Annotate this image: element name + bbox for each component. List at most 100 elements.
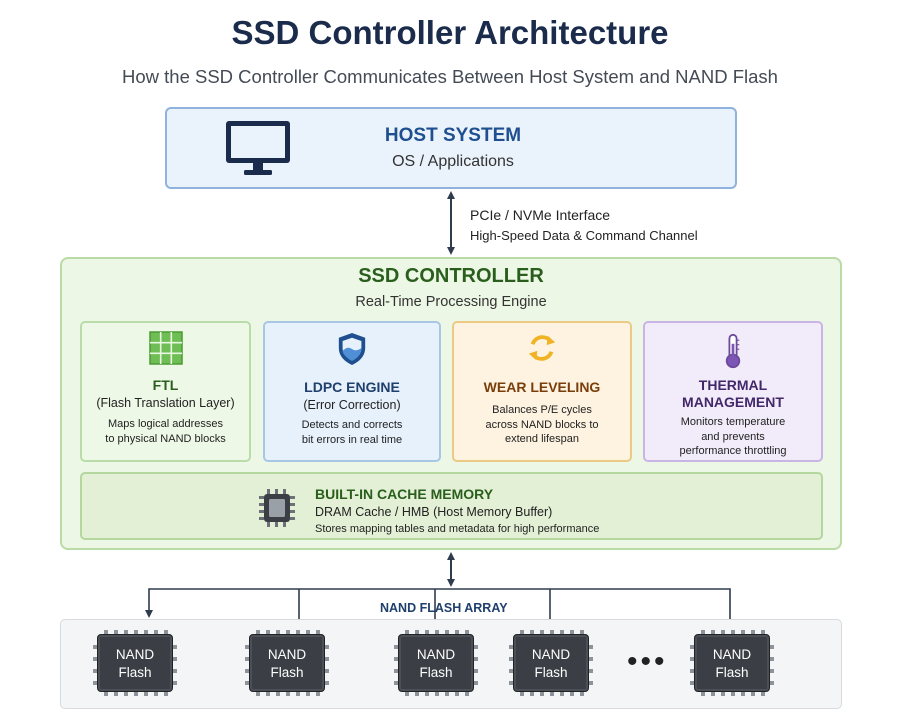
chip-pin	[770, 645, 774, 649]
nand-chip: NAND Flash	[394, 630, 478, 696]
chip-pin	[701, 630, 705, 634]
chip-pin	[509, 657, 513, 661]
chip-pin	[540, 630, 544, 634]
chip-pin	[245, 657, 249, 661]
card-title: WEAR LEVELING	[483, 379, 601, 395]
chip-pin	[114, 692, 118, 696]
chip-pin	[731, 692, 735, 696]
chip-pin	[540, 692, 544, 696]
card-subtitle: (Flash Translation Layer)	[96, 396, 235, 410]
chip-pin	[761, 692, 765, 696]
wear-leveling-card: WEAR LEVELING Balances P/E cycles across…	[452, 321, 632, 462]
chip-pin	[276, 692, 280, 696]
chip-pin	[570, 630, 574, 634]
chip-icon	[259, 489, 295, 527]
chip-pin	[589, 681, 593, 685]
chip-pin	[173, 645, 177, 649]
chip-pin	[114, 630, 118, 634]
chip-pin	[394, 657, 398, 661]
host-subtitle: OS / Applications	[392, 153, 514, 170]
chip-pin	[325, 681, 329, 685]
cache-memory-box: BUILT-IN CACHE MEMORY DRAM Cache / HMB (…	[80, 472, 823, 540]
more-chips-ellipsis: •••	[627, 645, 668, 678]
card-description: Detects and corrects bit errors in real …	[301, 419, 403, 446]
chip-pin	[690, 645, 694, 649]
ldpc-engine-card: LDPC ENGINE (Error Correction) Detects a…	[263, 321, 441, 462]
chip-pin	[520, 630, 524, 634]
chip-pin	[325, 645, 329, 649]
chip-pin	[104, 692, 108, 696]
chip-pin	[316, 630, 320, 634]
page-title: SSD Controller Architecture	[231, 14, 669, 51]
chip-pin	[731, 630, 735, 634]
page-subtitle: How the SSD Controller Communicates Betw…	[122, 66, 778, 87]
chip-pin	[761, 630, 765, 634]
chip-pin	[455, 630, 459, 634]
chip-pin	[394, 669, 398, 673]
host-system-box: HOST SYSTEM OS / Applications	[165, 107, 737, 189]
chip-pin	[560, 630, 564, 634]
card-title: FTL	[152, 377, 179, 393]
chip-pin	[124, 630, 128, 634]
chip-pin	[751, 630, 755, 634]
chip-pin	[256, 692, 260, 696]
chip-pin	[93, 669, 97, 673]
chip-pin	[173, 681, 177, 685]
chip-pin	[425, 692, 429, 696]
chip-pin	[245, 681, 249, 685]
chip-pin	[690, 657, 694, 661]
chip-pin	[589, 669, 593, 673]
chip-pin	[296, 630, 300, 634]
chip-pin	[711, 630, 715, 634]
nand-chip: NAND Flash	[690, 630, 774, 696]
thermal-management-card: THERMAL MANAGEMENT Monitors temperature …	[643, 321, 823, 462]
chip-pin	[245, 669, 249, 673]
cache-title: BUILT-IN CACHE MEMORY	[315, 486, 494, 502]
chip-pin	[144, 692, 148, 696]
chip-pin	[93, 681, 97, 685]
chip-pin	[570, 692, 574, 696]
thermometer-icon	[725, 333, 741, 369]
chip-pin	[435, 630, 439, 634]
chip-pin	[266, 630, 270, 634]
cache-subtitle: DRAM Cache / HMB (Host Memory Buffer)	[315, 505, 553, 519]
chip-pin	[266, 692, 270, 696]
chip-pin	[474, 669, 478, 673]
chip-pin	[721, 692, 725, 696]
chip-pin	[296, 692, 300, 696]
chip-pin	[306, 630, 310, 634]
chip-pin	[690, 669, 694, 673]
chip-pin	[124, 692, 128, 696]
nand-bus-line	[145, 588, 734, 635]
nand-chip: NAND Flash	[93, 630, 177, 696]
chip-pin	[286, 692, 290, 696]
chip-pin	[144, 630, 148, 634]
chip-pin	[415, 630, 419, 634]
nand-array-label: NAND FLASH ARRAY	[380, 601, 508, 615]
host-title: HOST SYSTEM	[384, 125, 522, 146]
chip-pin	[474, 681, 478, 685]
chip-pin	[465, 692, 469, 696]
chip-pin	[93, 645, 97, 649]
chip-pin	[589, 645, 593, 649]
card-subtitle: (Error Correction)	[303, 398, 401, 412]
chip-pin	[445, 630, 449, 634]
chip-pin	[509, 681, 513, 685]
chip-pin	[589, 657, 593, 661]
chip-pin	[164, 692, 168, 696]
chip-pin	[474, 657, 478, 661]
chip-pin	[455, 692, 459, 696]
chip-pin	[405, 630, 409, 634]
chip-pin	[154, 692, 158, 696]
nand-chip: NAND Flash	[245, 630, 329, 696]
chip-pin	[550, 630, 554, 634]
chip-pin	[580, 630, 584, 634]
chip-pin	[173, 669, 177, 673]
chip-pin	[316, 692, 320, 696]
chip-pin	[435, 692, 439, 696]
chip-pin	[751, 692, 755, 696]
grid-icon	[148, 331, 183, 365]
cycle-arrows-icon	[528, 335, 556, 361]
chip-pin	[405, 692, 409, 696]
